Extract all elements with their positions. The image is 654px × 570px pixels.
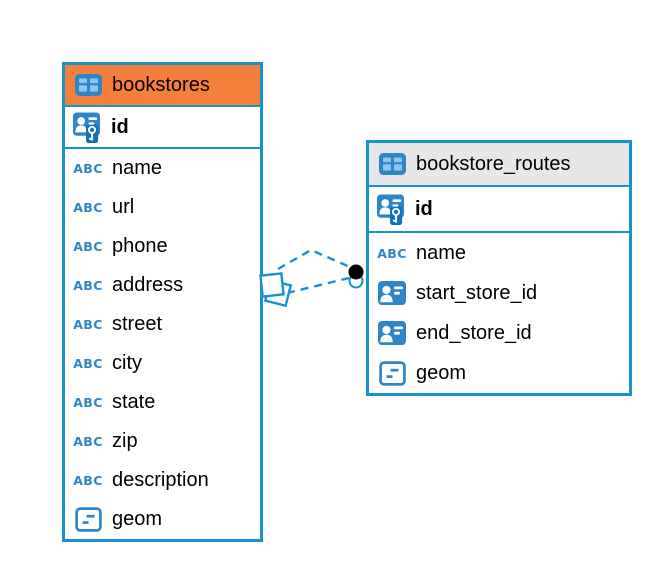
column-name: address — [112, 274, 184, 296]
text-type-icon: ABC — [377, 246, 407, 261]
pk-icon — [72, 111, 102, 144]
column-name: state — [112, 391, 156, 413]
column-name: id — [415, 197, 433, 220]
text-type-icon: ABC — [73, 200, 103, 215]
relationship-line-bookstores-bookstore_routes[interactable] — [286, 276, 350, 295]
column-row-geom[interactable]: geom — [369, 353, 629, 393]
column-name: geom — [416, 361, 467, 384]
relationship-line-bookstores-bookstore_routes[interactable] — [277, 248, 351, 271]
column-name: name — [112, 157, 163, 179]
text-type-icon-label: ABC — [73, 395, 103, 410]
relationship-source-marker-diamond — [259, 272, 293, 308]
column-row-state[interactable]: ABC state — [65, 383, 260, 422]
table-icon — [73, 74, 103, 96]
text-type-icon: ABC — [73, 356, 103, 371]
text-type-icon: ABC — [73, 434, 103, 449]
column-row-address[interactable]: ABC address — [65, 266, 260, 305]
column-name: name — [416, 241, 467, 264]
column-row-name[interactable]: ABC name — [369, 233, 629, 273]
geometry-type-icon — [73, 507, 103, 532]
text-type-icon: ABC — [73, 395, 103, 410]
table-header-bookstore_routes[interactable]: bookstore_routes — [369, 143, 629, 187]
pk-icon — [376, 193, 406, 226]
table-name: bookstore_routes — [416, 152, 571, 175]
column-row-name[interactable]: ABC name — [65, 149, 260, 188]
relationship-target-marker-dot — [348, 264, 364, 289]
column-row-city[interactable]: ABC city — [65, 344, 260, 383]
column-name: phone — [112, 235, 168, 257]
text-type-icon-label: ABC — [73, 200, 103, 215]
text-type-icon: ABC — [73, 473, 103, 488]
column-row-end_store_id[interactable]: end_store_id — [369, 313, 629, 353]
fk-type-icon — [377, 320, 407, 346]
column-name: geom — [112, 508, 163, 530]
table-icon — [377, 153, 407, 175]
text-type-icon-label: ABC — [73, 356, 103, 371]
text-type-icon-label: ABC — [73, 317, 103, 332]
fk-type-icon — [377, 280, 407, 306]
text-type-icon: ABC — [73, 161, 103, 176]
column-name: description — [112, 469, 209, 491]
column-name: end_store_id — [416, 321, 532, 344]
text-type-icon-label: ABC — [73, 473, 103, 488]
column-row-street[interactable]: ABC street — [65, 305, 260, 344]
text-type-icon-label: ABC — [377, 245, 407, 261]
column-name: id — [111, 115, 129, 138]
column-row-geom[interactable]: geom — [65, 500, 260, 539]
column-name: street — [112, 313, 163, 335]
column-row-start_store_id[interactable]: start_store_id — [369, 273, 629, 313]
column-name: url — [112, 196, 135, 218]
column-row-description[interactable]: ABC description — [65, 461, 260, 500]
text-type-icon: ABC — [73, 239, 103, 254]
text-type-icon: ABC — [73, 278, 103, 293]
geometry-type-icon — [377, 360, 407, 386]
column-name: zip — [112, 430, 138, 452]
text-type-icon-label: ABC — [73, 434, 103, 449]
column-row-id[interactable]: id — [65, 107, 260, 149]
text-type-icon-label: ABC — [73, 239, 103, 254]
column-row-url[interactable]: ABC url — [65, 188, 260, 227]
column-row-zip[interactable]: ABC zip — [65, 422, 260, 461]
column-name: city — [112, 352, 142, 374]
text-type-icon-label: ABC — [73, 278, 103, 293]
text-type-icon-label: ABC — [73, 161, 103, 176]
text-type-icon: ABC — [73, 317, 103, 332]
table-header-bookstores[interactable]: bookstores — [65, 65, 260, 107]
column-row-id[interactable]: id — [369, 187, 629, 233]
column-name: start_store_id — [416, 281, 538, 304]
table-name: bookstores — [112, 73, 210, 96]
column-row-phone[interactable]: ABC phone — [65, 227, 260, 266]
